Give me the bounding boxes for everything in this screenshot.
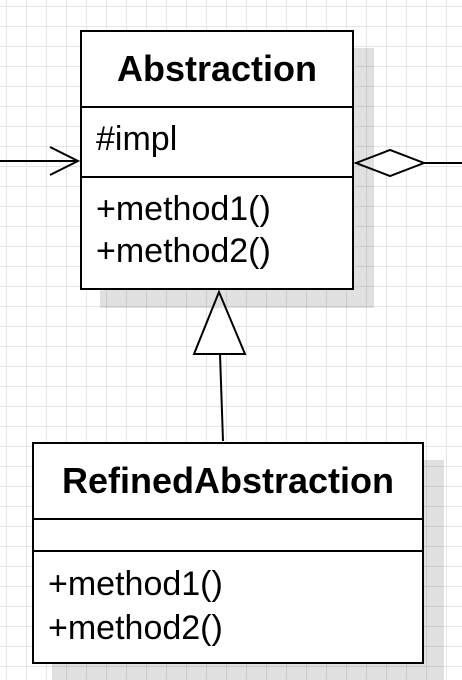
- association-arrow[interactable]: [0, 146, 81, 176]
- attributes-compartment: [34, 520, 422, 552]
- attributes-compartment: #impl: [82, 108, 352, 178]
- class-name: Abstraction: [82, 32, 352, 108]
- method-method1: +method1(): [96, 190, 271, 228]
- methods-compartment: +method1() +method2(): [34, 552, 422, 650]
- open-arrowhead-icon: [49, 146, 81, 176]
- generalization-connector[interactable]: [192, 289, 247, 442]
- aggregation-connector[interactable]: [353, 148, 462, 178]
- methods-compartment: +method1() +method2(): [82, 178, 352, 272]
- refined-abstraction-class[interactable]: RefinedAbstraction +method1() +method2(): [32, 442, 424, 664]
- hollow-triangle-icon: [192, 289, 247, 355]
- generalization-line: [219, 353, 224, 442]
- method-method2: +method2(): [48, 609, 223, 647]
- method-method2: +method2(): [96, 232, 271, 270]
- method-method1: +method1(): [48, 565, 223, 603]
- attribute-impl: #impl: [96, 120, 178, 158]
- class-name: RefinedAbstraction: [34, 444, 422, 520]
- abstraction-class[interactable]: Abstraction #impl +method1() +method2(): [80, 30, 354, 290]
- hollow-diamond-icon: [353, 148, 427, 178]
